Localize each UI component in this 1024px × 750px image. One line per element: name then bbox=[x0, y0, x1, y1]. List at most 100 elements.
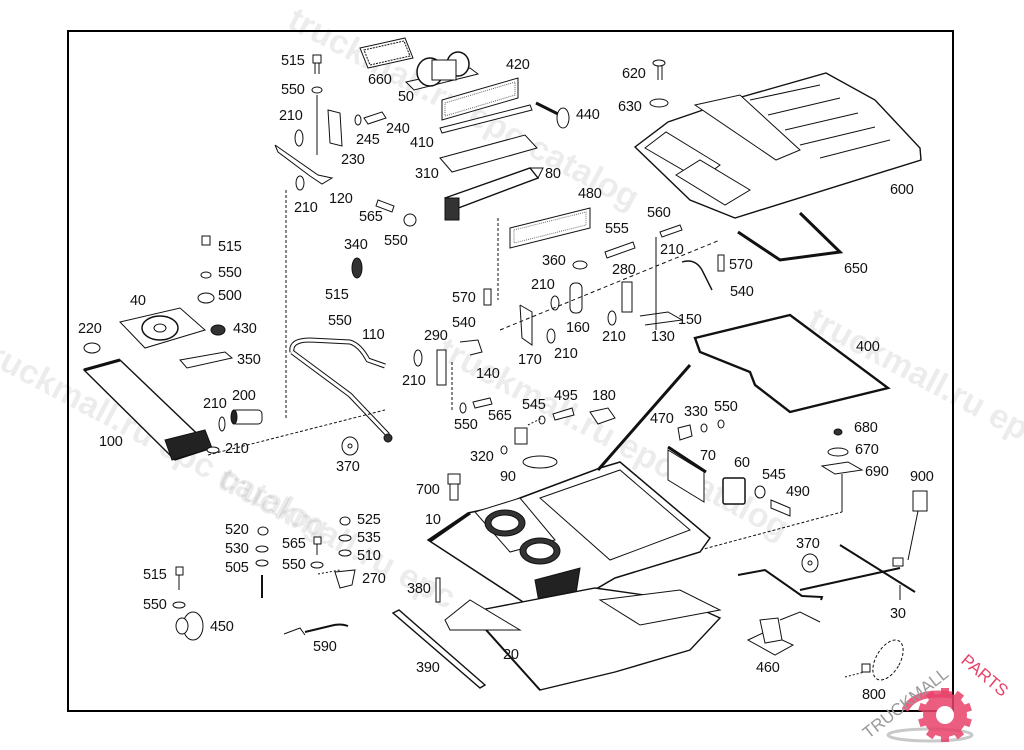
callout-700[interactable]: 700 bbox=[416, 482, 440, 498]
callout-210[interactable]: 210 bbox=[294, 200, 318, 216]
callout-90[interactable]: 90 bbox=[500, 469, 516, 485]
callout-210[interactable]: 210 bbox=[602, 329, 626, 345]
callout-310[interactable]: 310 bbox=[415, 166, 439, 182]
callout-570[interactable]: 570 bbox=[452, 290, 476, 306]
callout-540[interactable]: 540 bbox=[452, 315, 476, 331]
callout-460[interactable]: 460 bbox=[756, 660, 780, 676]
callout-390[interactable]: 390 bbox=[416, 660, 440, 676]
callout-150[interactable]: 150 bbox=[678, 312, 702, 328]
callout-490[interactable]: 490 bbox=[786, 484, 810, 500]
callout-210[interactable]: 210 bbox=[203, 396, 227, 412]
callout-590[interactable]: 590 bbox=[313, 639, 337, 655]
callout-430[interactable]: 430 bbox=[233, 321, 257, 337]
callout-550[interactable]: 550 bbox=[143, 597, 167, 613]
callout-350[interactable]: 350 bbox=[237, 352, 261, 368]
callout-505[interactable]: 505 bbox=[225, 560, 249, 576]
callout-550[interactable]: 550 bbox=[328, 313, 352, 329]
callout-520[interactable]: 520 bbox=[225, 522, 249, 538]
callout-370[interactable]: 370 bbox=[336, 459, 360, 475]
callout-515[interactable]: 515 bbox=[281, 53, 305, 69]
callout-20[interactable]: 20 bbox=[503, 647, 519, 663]
callout-565[interactable]: 565 bbox=[488, 408, 512, 424]
callout-550[interactable]: 550 bbox=[454, 417, 478, 433]
callout-340[interactable]: 340 bbox=[344, 237, 368, 253]
callout-40[interactable]: 40 bbox=[130, 293, 146, 309]
callout-650[interactable]: 650 bbox=[844, 261, 868, 277]
callout-130[interactable]: 130 bbox=[651, 329, 675, 345]
callout-230[interactable]: 230 bbox=[341, 152, 365, 168]
callout-670[interactable]: 670 bbox=[855, 442, 879, 458]
callout-50[interactable]: 50 bbox=[398, 89, 414, 105]
callout-550[interactable]: 550 bbox=[384, 233, 408, 249]
callout-545[interactable]: 545 bbox=[762, 467, 786, 483]
callout-565[interactable]: 565 bbox=[359, 209, 383, 225]
callout-550[interactable]: 550 bbox=[714, 399, 738, 415]
callout-170[interactable]: 170 bbox=[518, 352, 542, 368]
callout-30[interactable]: 30 bbox=[890, 606, 906, 622]
callout-210[interactable]: 210 bbox=[225, 441, 249, 457]
callout-210[interactable]: 210 bbox=[531, 277, 555, 293]
callout-690[interactable]: 690 bbox=[865, 464, 889, 480]
callout-330[interactable]: 330 bbox=[684, 404, 708, 420]
callout-280[interactable]: 280 bbox=[612, 262, 636, 278]
callout-535[interactable]: 535 bbox=[357, 530, 381, 546]
callout-600[interactable]: 600 bbox=[890, 182, 914, 198]
callout-570[interactable]: 570 bbox=[729, 257, 753, 273]
callout-530[interactable]: 530 bbox=[225, 541, 249, 557]
callout-450[interactable]: 450 bbox=[210, 619, 234, 635]
callout-620[interactable]: 620 bbox=[622, 66, 646, 82]
callout-440[interactable]: 440 bbox=[576, 107, 600, 123]
callout-525[interactable]: 525 bbox=[357, 512, 381, 528]
callout-370[interactable]: 370 bbox=[796, 536, 820, 552]
callout-240[interactable]: 240 bbox=[386, 121, 410, 137]
callout-245[interactable]: 245 bbox=[356, 132, 380, 148]
callout-70[interactable]: 70 bbox=[700, 448, 716, 464]
callout-180[interactable]: 180 bbox=[592, 388, 616, 404]
callout-555[interactable]: 555 bbox=[605, 221, 629, 237]
callout-515[interactable]: 515 bbox=[218, 239, 242, 255]
callout-140[interactable]: 140 bbox=[476, 366, 500, 382]
callout-495[interactable]: 495 bbox=[554, 388, 578, 404]
callout-210[interactable]: 210 bbox=[554, 346, 578, 362]
callout-550[interactable]: 550 bbox=[281, 82, 305, 98]
callout-410[interactable]: 410 bbox=[410, 135, 434, 151]
callout-515[interactable]: 515 bbox=[325, 287, 349, 303]
callout-380[interactable]: 380 bbox=[407, 581, 431, 597]
callout-630[interactable]: 630 bbox=[618, 99, 642, 115]
callout-360[interactable]: 360 bbox=[542, 253, 566, 269]
callout-510[interactable]: 510 bbox=[357, 548, 381, 564]
callout-290[interactable]: 290 bbox=[424, 328, 448, 344]
callout-660[interactable]: 660 bbox=[368, 72, 392, 88]
callout-900[interactable]: 900 bbox=[910, 469, 934, 485]
callout-800[interactable]: 800 bbox=[862, 687, 886, 703]
callout-270[interactable]: 270 bbox=[362, 571, 386, 587]
callout-160[interactable]: 160 bbox=[566, 320, 590, 336]
part-40-fan bbox=[83, 235, 234, 369]
callout-200[interactable]: 200 bbox=[232, 388, 256, 404]
callout-100[interactable]: 100 bbox=[99, 434, 123, 450]
callout-680[interactable]: 680 bbox=[854, 420, 878, 436]
callout-110[interactable]: 110 bbox=[362, 327, 385, 343]
callout-545[interactable]: 545 bbox=[522, 397, 546, 413]
callout-400[interactable]: 400 bbox=[856, 339, 880, 355]
callout-60[interactable]: 60 bbox=[734, 455, 750, 471]
callout-320[interactable]: 320 bbox=[470, 449, 494, 465]
callout-420[interactable]: 420 bbox=[506, 57, 530, 73]
callout-480[interactable]: 480 bbox=[578, 186, 602, 202]
callout-210[interactable]: 210 bbox=[660, 242, 684, 258]
callout-470[interactable]: 470 bbox=[650, 411, 674, 427]
callout-500[interactable]: 500 bbox=[218, 288, 242, 304]
callout-10[interactable]: 10 bbox=[425, 512, 441, 528]
callout-550[interactable]: 550 bbox=[218, 265, 242, 281]
callout-515[interactable]: 515 bbox=[143, 567, 167, 583]
part-110-tube bbox=[207, 337, 393, 456]
callout-540[interactable]: 540 bbox=[730, 284, 754, 300]
callout-120[interactable]: 120 bbox=[329, 191, 353, 207]
callout-550[interactable]: 550 bbox=[282, 557, 306, 573]
callout-210[interactable]: 210 bbox=[279, 108, 303, 124]
callout-80[interactable]: 80 bbox=[545, 166, 561, 182]
callout-565[interactable]: 565 bbox=[282, 536, 306, 552]
callout-210[interactable]: 210 bbox=[402, 373, 426, 389]
callout-560[interactable]: 560 bbox=[647, 205, 671, 221]
callout-220[interactable]: 220 bbox=[78, 321, 102, 337]
